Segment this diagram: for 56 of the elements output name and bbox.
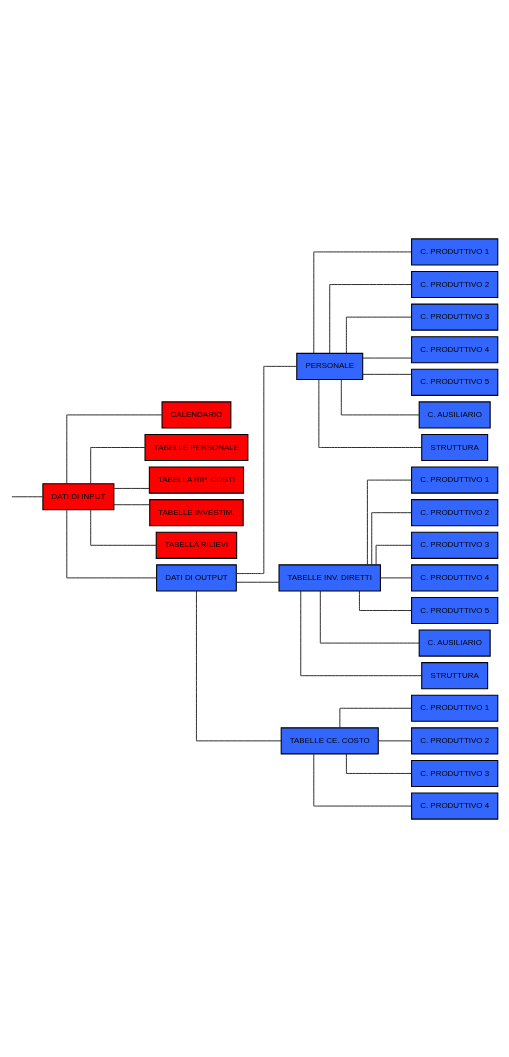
node-box: TABELLE PERSONALE: [144, 433, 249, 461]
connector: [362, 357, 412, 359]
node-box: C. PRODUTTIVO 1: [411, 237, 499, 265]
node-box: TABELLA RIP. COSTI: [148, 466, 245, 494]
connector: [366, 479, 413, 565]
node-box: C. AUSILIARIO: [418, 629, 491, 657]
connector: [340, 378, 420, 415]
node-box: DATI DI INPUT: [42, 482, 115, 510]
node-box: C. PRODUTTIVO 1: [411, 694, 499, 722]
node-box: C. PRODUTTIVO 2: [411, 498, 499, 526]
node-box: STRUTTURA: [421, 433, 489, 461]
node-box: C. PRODUTTIVO 4: [411, 792, 499, 820]
node-box: CALENDARIO: [161, 400, 232, 428]
connector: [90, 509, 157, 546]
connector: [90, 446, 146, 484]
connector: [339, 707, 412, 728]
connector: [313, 250, 412, 354]
connector: [358, 590, 412, 611]
node-box: C. PRODUTTIVO 4: [411, 335, 499, 363]
node-box: TABELLE CE. COSTO: [280, 726, 379, 754]
connector: [66, 509, 157, 578]
connector: [113, 487, 150, 489]
node-box: DATI DI OUTPUT: [156, 563, 237, 591]
connector: [235, 365, 298, 574]
connector: [11, 495, 44, 497]
node-box: C. PRODUTTIVO 5: [411, 368, 499, 396]
connector: [380, 576, 412, 578]
connector: [377, 739, 412, 741]
node-box: C. PRODUTTIVO 5: [411, 596, 499, 624]
connector: [329, 283, 412, 354]
connector: [375, 544, 412, 565]
connector: [362, 373, 412, 375]
node-box: TABELLE INVESTIM.: [149, 498, 244, 526]
connector: [113, 503, 151, 505]
node-box: C. PRODUTTIVO 2: [411, 270, 499, 298]
connector: [235, 581, 280, 583]
node-box: C. PRODUTTIVO 3: [411, 531, 499, 559]
node-box: C. AUSILIARIO: [418, 400, 491, 428]
node-box: TABELLE INV. DIRETTI: [278, 563, 381, 591]
connector: [371, 511, 412, 565]
node-box: C. PRODUTTIVO 1: [411, 466, 499, 494]
connector: [319, 590, 420, 644]
node-box: C. PRODUTTIVO 3: [411, 303, 499, 331]
node-box: TABELLA RILIEVI: [155, 531, 238, 559]
connector: [345, 316, 413, 354]
node-box: STRUTTURA: [421, 661, 489, 689]
connector: [66, 413, 163, 484]
connector: [300, 590, 423, 676]
node-box: PERSONALE: [296, 352, 364, 380]
connector: [318, 378, 422, 448]
connector: [313, 753, 412, 807]
node-box: C. PRODUTTIVO 2: [411, 726, 499, 754]
connector: [196, 590, 282, 741]
connector: [345, 752, 413, 774]
node-box: C. PRODUTTIVO 3: [411, 759, 499, 787]
node-box: C. PRODUTTIVO 4: [411, 563, 499, 591]
